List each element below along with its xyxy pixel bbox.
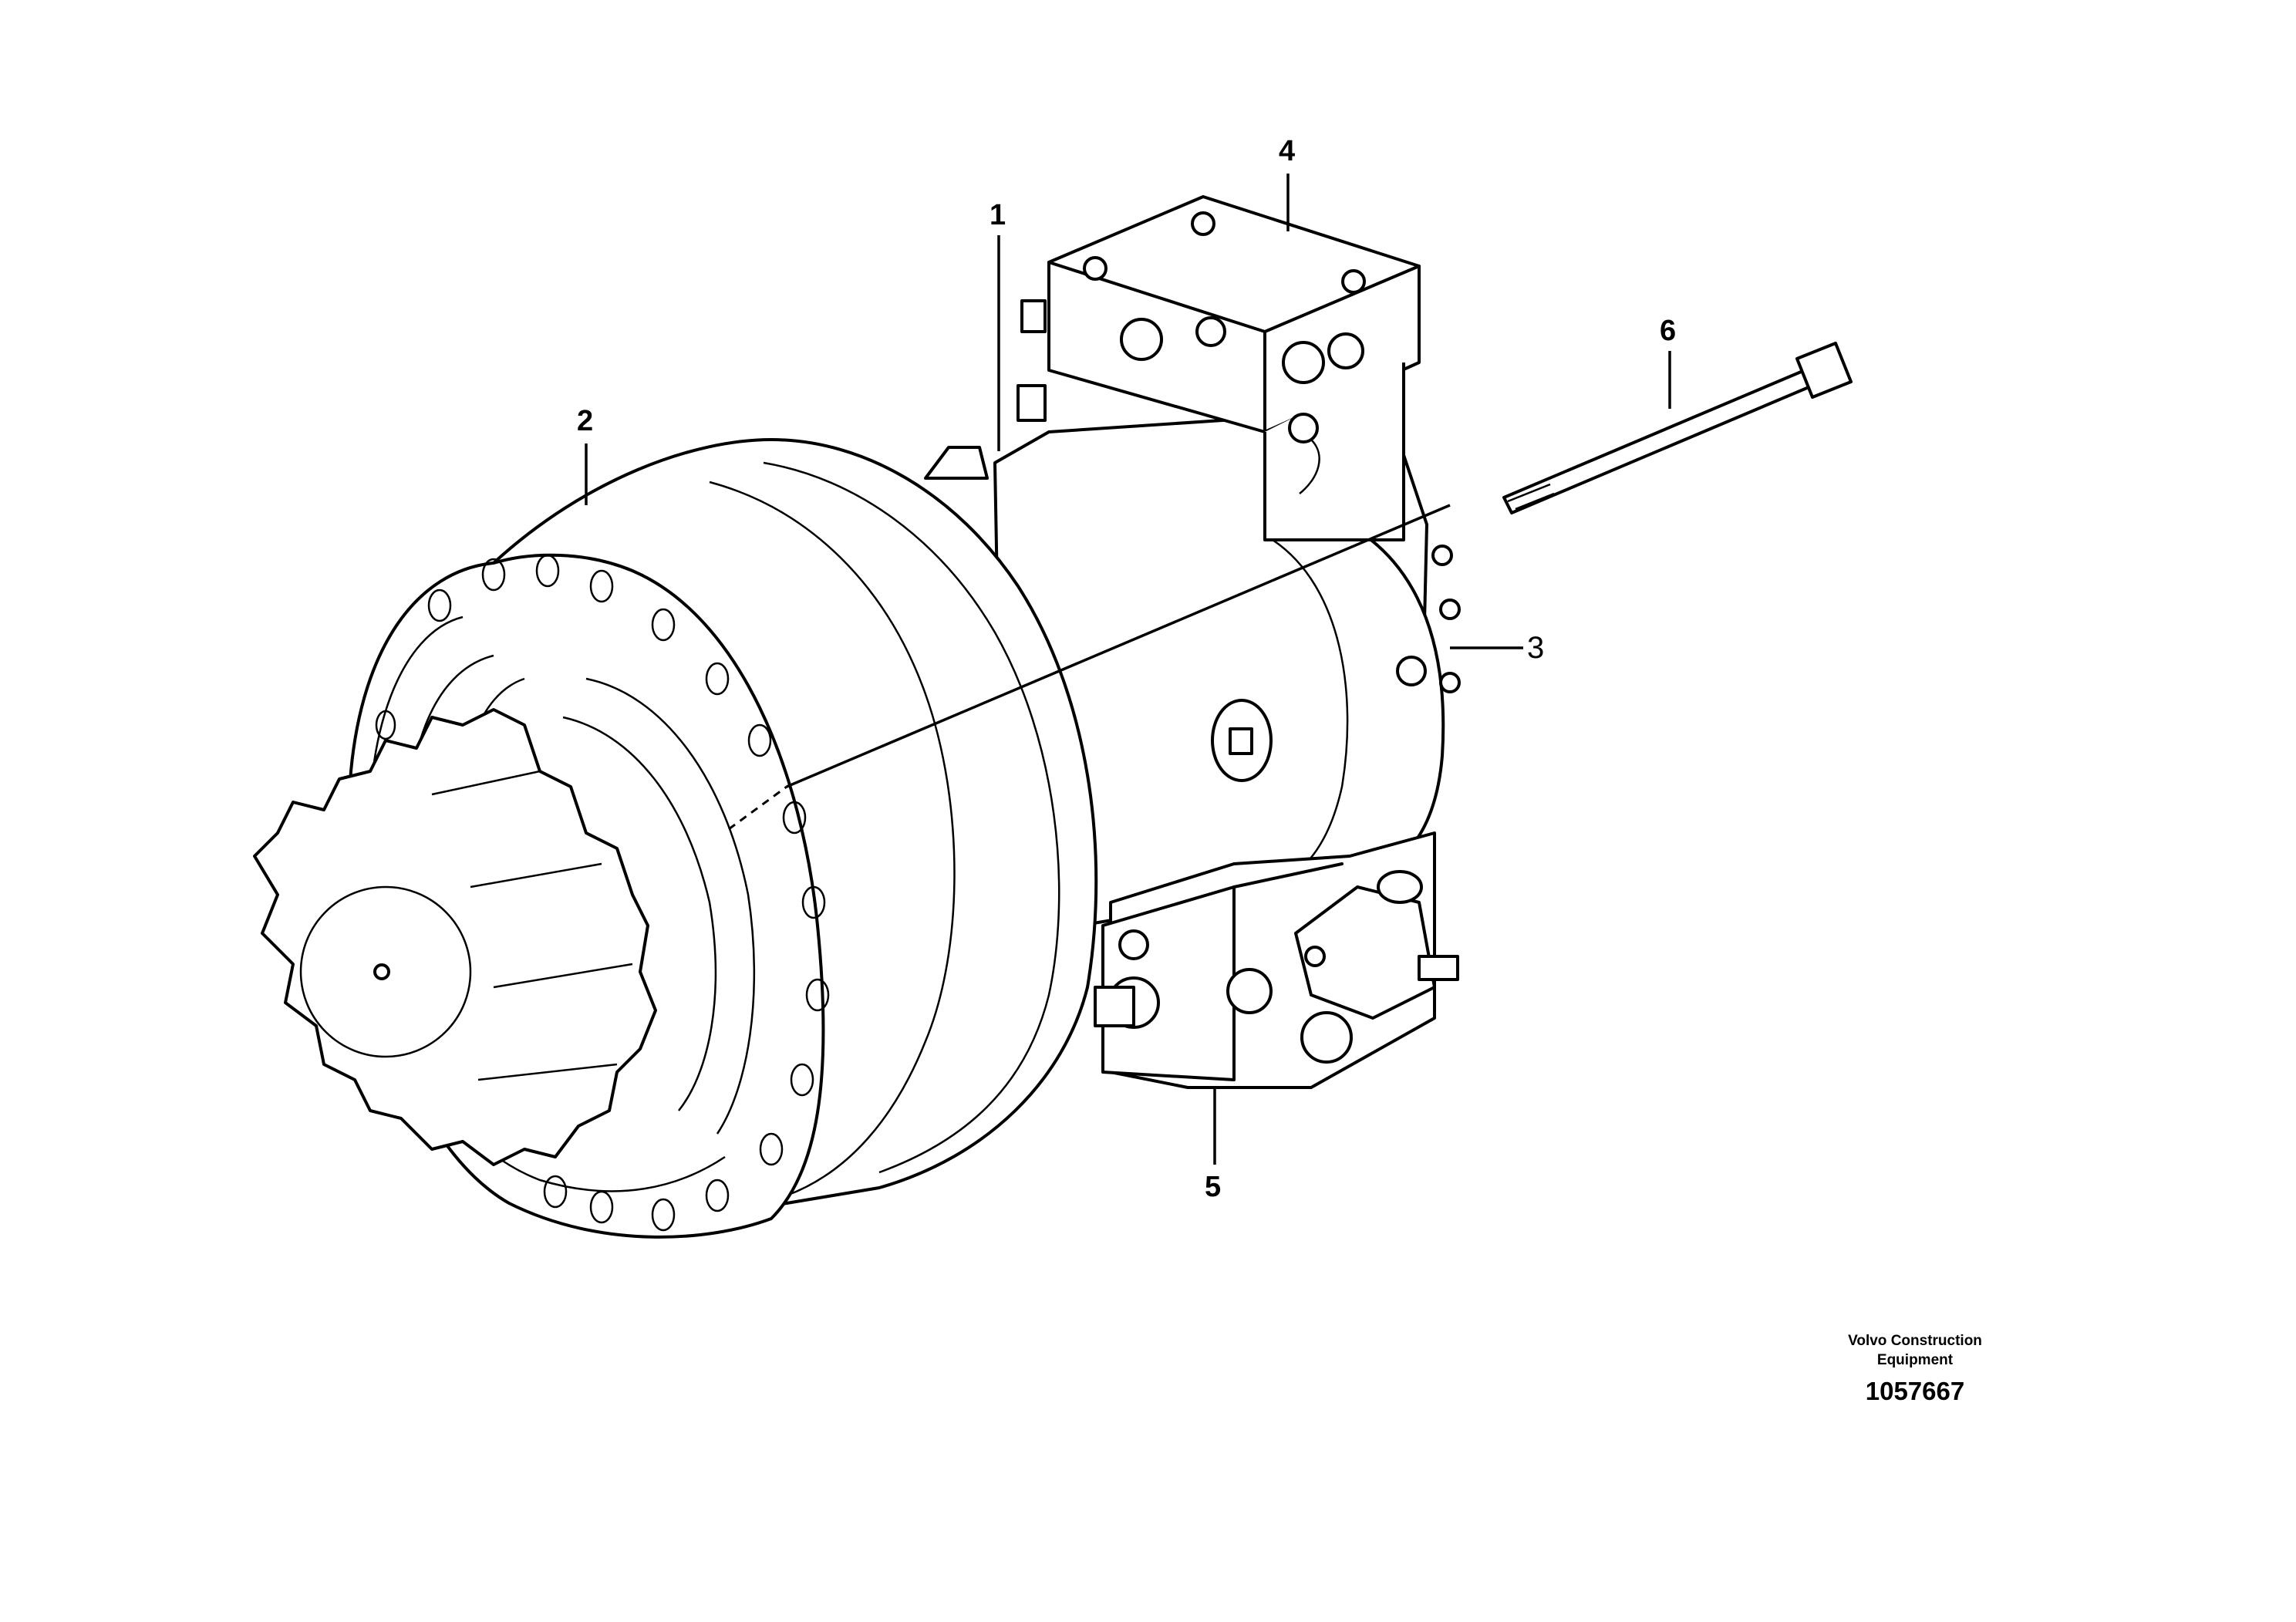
callout-3: 3 xyxy=(1527,631,1545,665)
callout-6: 6 xyxy=(1660,315,1677,347)
brand-line-1: Volvo Construction xyxy=(1848,1333,1982,1349)
callout-4: 4 xyxy=(1279,135,1296,167)
bottom-valve-block xyxy=(1094,831,1459,1089)
brand-line-2: Equipment xyxy=(1876,1352,1954,1368)
through-bolt-axis xyxy=(728,504,1451,831)
part-number: 1057667 xyxy=(1865,1377,1965,1405)
relief-valve xyxy=(1294,885,1436,1020)
callout-5: 5 xyxy=(1205,1171,1222,1203)
callout-2: 2 xyxy=(577,405,594,437)
through-bolt xyxy=(1502,342,1853,514)
top-valve-block xyxy=(1017,195,1421,541)
pinion-gear xyxy=(253,708,657,1166)
callout-1: 1 xyxy=(990,199,1006,231)
test-port-fitting xyxy=(1288,413,1319,443)
